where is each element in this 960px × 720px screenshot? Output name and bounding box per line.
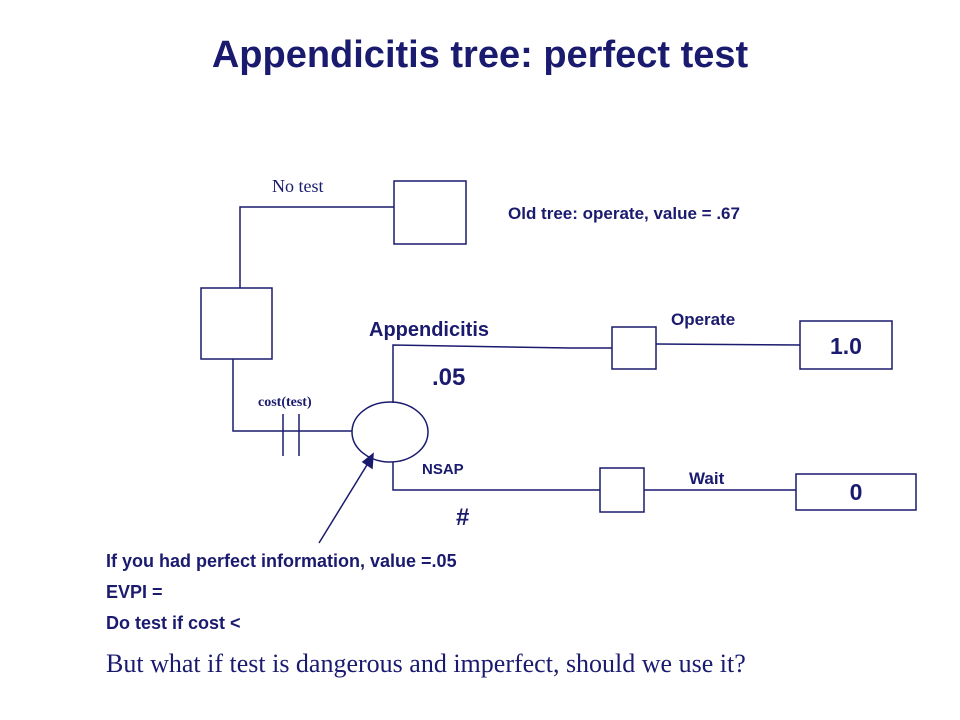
nsap-probability: #: [456, 504, 470, 531]
old-tree-note: Old tree: operate, value = .67: [508, 204, 740, 223]
nsap-label: NSAP: [422, 461, 464, 478]
question-note: But what if test is dangerous and imperf…: [106, 649, 746, 678]
appendicitis-probability: .05: [432, 364, 466, 391]
test-branch: [232, 359, 352, 432]
wait-value: 0: [849, 479, 863, 505]
wait-decision-node: [599, 467, 645, 513]
appendicitis-label: Appendicitis: [369, 319, 490, 341]
pointer-arrow-line: [318, 459, 371, 544]
nsap-branch: [392, 462, 600, 491]
operate-decision-node: [611, 326, 657, 370]
wait-outcome-box: [795, 473, 917, 511]
slide-title: Appendicitis tree: perfect test: [211, 34, 749, 76]
evpi-note: EVPI =: [106, 582, 163, 602]
appendicitis-branch: [392, 344, 612, 403]
perfect-info-note: If you had perfect information, value =.…: [106, 551, 457, 571]
no-test-branch: [239, 206, 394, 288]
cost-label: cost(test): [258, 395, 312, 410]
no-test-label: No test: [272, 176, 324, 196]
operate-outcome-box: [799, 320, 893, 370]
wait-label: Wait: [689, 469, 725, 488]
pointer-arrow-head: [361, 452, 374, 470]
operate-branch: [655, 343, 801, 346]
root-decision-node: [200, 287, 273, 360]
operate-value: 1.0: [830, 333, 862, 359]
no-test-node: [393, 180, 467, 245]
chance-node: [351, 401, 429, 463]
do-test-note: Do test if cost <: [106, 613, 241, 633]
operate-label: Operate: [671, 310, 736, 329]
